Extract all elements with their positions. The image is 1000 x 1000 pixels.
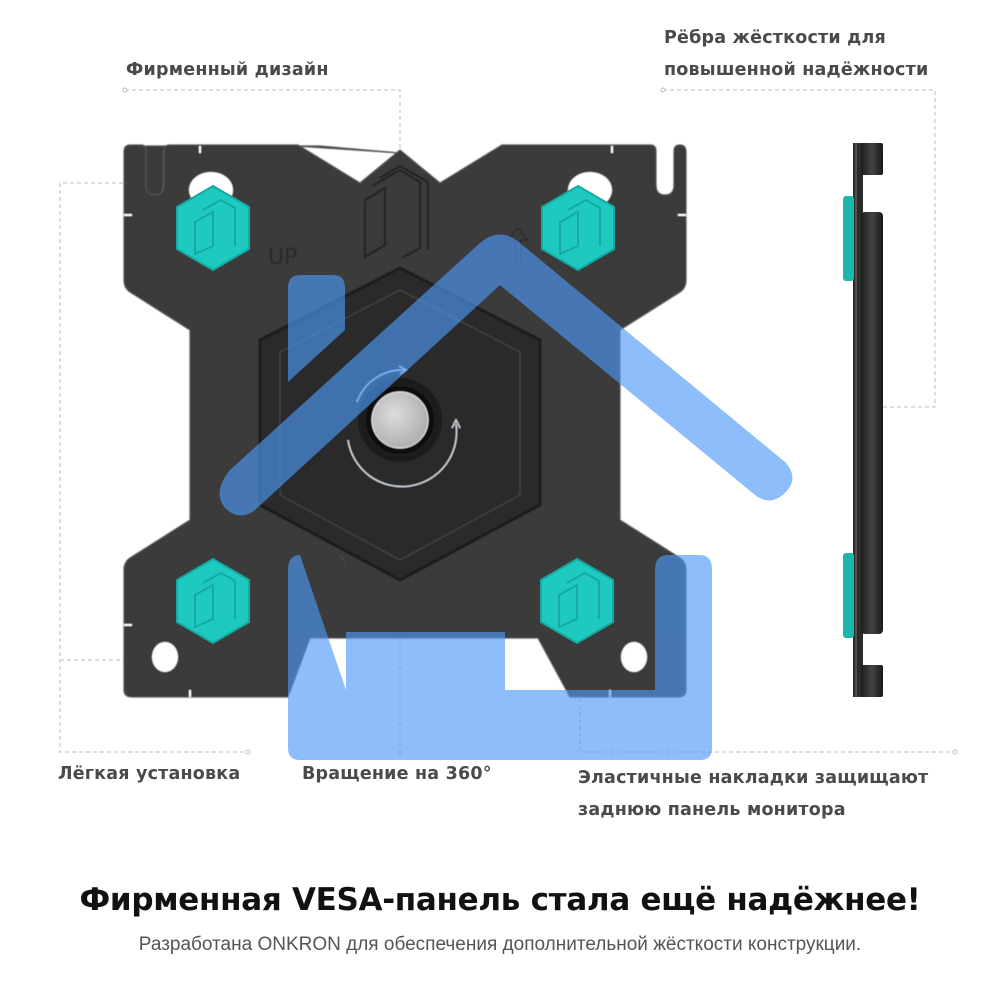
callout-ribs-line2: повышенной надёжности — [664, 60, 929, 80]
house-logo-icon — [219, 234, 793, 760]
callout-ribs-line1: Рёбра жёсткости для — [664, 28, 886, 48]
subline: Разработана ONKRON для обеспечения допол… — [138, 934, 862, 955]
callout-pads-line2: заднюю панель монитора — [578, 800, 846, 820]
pad-icon — [176, 557, 250, 645]
side-profile — [843, 143, 883, 697]
callout-easy-install: Лёгкая установка — [58, 764, 241, 784]
pad-icon — [176, 184, 250, 272]
embossed-logo-icon — [364, 164, 429, 259]
up-label: UP — [268, 245, 297, 270]
callout-rotation: Вращение на 360° — [302, 764, 492, 784]
headline: Фирменная VESA-панель стала ещё надёжнее… — [79, 882, 921, 918]
callout-brand-design: Фирменный дизайн — [126, 60, 329, 80]
pad-icon — [541, 184, 615, 272]
elastic-pads — [176, 184, 615, 645]
rotation-hub — [371, 391, 429, 449]
callout-pads-line1: Эластичные накладки защищают — [578, 768, 929, 788]
pad-icon — [540, 557, 614, 645]
